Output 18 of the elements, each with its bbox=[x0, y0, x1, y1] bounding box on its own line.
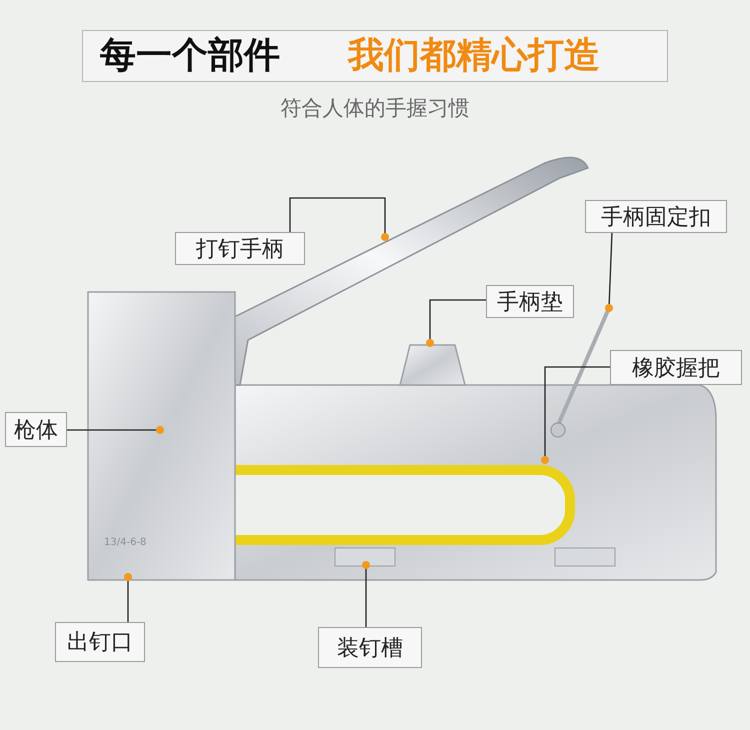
leader-line bbox=[426, 299, 486, 347]
callout-label: 装钉槽 bbox=[318, 627, 422, 668]
callout-label: 橡胶握把 bbox=[610, 350, 742, 385]
subtitle: 符合人体的手握习惯 bbox=[280, 95, 470, 122]
heading-highlight: 我们都精心打造 bbox=[348, 34, 600, 78]
leader-line bbox=[124, 573, 132, 622]
leader-line bbox=[289, 197, 389, 241]
callout-label: 出钉口 bbox=[55, 622, 145, 662]
callout-label: 枪体 bbox=[5, 412, 67, 447]
callout-label: 手柄垫 bbox=[486, 285, 574, 318]
callout-label: 手柄固定扣 bbox=[585, 200, 727, 233]
callout-label: 打钉手柄 bbox=[175, 232, 305, 265]
leader-line bbox=[541, 366, 610, 464]
leader-line bbox=[362, 561, 370, 627]
engraved-text: 13/4-6-8 bbox=[104, 537, 146, 548]
heading: 每一个部件 bbox=[100, 34, 280, 78]
leader-line bbox=[67, 426, 164, 434]
leader-line bbox=[605, 232, 613, 312]
